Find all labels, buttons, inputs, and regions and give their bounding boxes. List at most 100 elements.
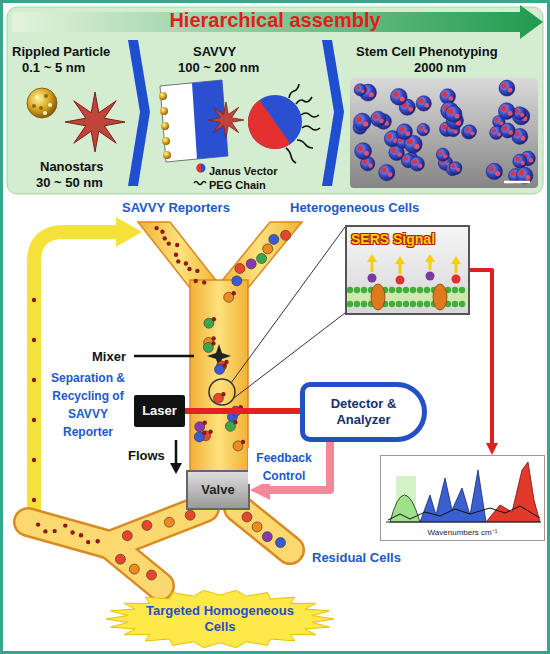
reporter-spot bbox=[397, 152, 402, 157]
inlet-channel bbox=[216, 222, 302, 288]
particle-ripple bbox=[43, 111, 47, 115]
detector-analyzer: Detector & Analyzer bbox=[300, 382, 427, 442]
signal-arrow-head bbox=[451, 256, 461, 264]
reporter-spot bbox=[399, 127, 405, 133]
savvy-reporter bbox=[426, 272, 435, 281]
signal-arrow bbox=[429, 261, 432, 270]
peg-chain bbox=[289, 84, 299, 98]
savvy-reporter-dot bbox=[70, 530, 74, 534]
assembly-arrow bbox=[12, 5, 543, 39]
reporter-spot bbox=[492, 128, 497, 133]
node-text: Wavenumbers cm⁻¹ bbox=[428, 528, 498, 538]
savvy-reporter-dot bbox=[202, 431, 206, 435]
sers-inset-ground bbox=[345, 225, 470, 315]
title-text: Hierarchical assembly bbox=[169, 9, 380, 31]
sers-inset: SERS Signal bbox=[345, 225, 470, 315]
reporter-spot bbox=[408, 107, 413, 112]
reporter-spot bbox=[529, 158, 533, 162]
signal-arrow-head bbox=[367, 254, 377, 262]
outlet-channel bbox=[110, 545, 160, 586]
reporter-spot bbox=[363, 121, 368, 126]
particle-ripple bbox=[39, 106, 43, 110]
spectrum-peak bbox=[420, 470, 486, 522]
reporter-spot bbox=[364, 151, 369, 156]
stem-cell-sphere bbox=[379, 165, 395, 181]
reporter-spot bbox=[465, 127, 470, 132]
reporter-spot bbox=[393, 91, 399, 97]
spectrum-peak bbox=[390, 495, 420, 522]
label: 2000 nm bbox=[414, 58, 466, 76]
node-text: Valve bbox=[201, 482, 234, 498]
savvy-reporter-dot bbox=[32, 458, 36, 462]
reporter-spot bbox=[443, 154, 447, 158]
stem-cell-sphere bbox=[354, 113, 371, 130]
rippled-particle bbox=[162, 137, 170, 145]
burst-star bbox=[106, 590, 334, 647]
lipid-head bbox=[396, 301, 402, 307]
savvy-reporter-dot bbox=[174, 253, 178, 257]
membrane-protein bbox=[433, 284, 447, 310]
reporter-spot bbox=[424, 129, 428, 133]
savvy-reporter-dot bbox=[86, 540, 90, 544]
label-text: Residual Cells bbox=[312, 550, 401, 565]
arrow-head bbox=[486, 443, 498, 455]
reporter-spot bbox=[515, 109, 520, 114]
rippled-particle bbox=[27, 88, 57, 118]
reporter-spot bbox=[381, 167, 387, 173]
lipid-head bbox=[424, 287, 430, 293]
reporter-spot bbox=[502, 126, 507, 131]
reporter-spot bbox=[511, 171, 516, 176]
savvy-reporter-dot bbox=[32, 298, 36, 302]
lipid-head bbox=[403, 287, 409, 293]
peg-chain bbox=[296, 97, 312, 104]
reporter-spot bbox=[455, 114, 460, 119]
label-text: 2000 nm bbox=[414, 60, 466, 75]
savvy-reporter-dot bbox=[208, 430, 212, 434]
savvy-reporter-dot bbox=[232, 291, 236, 295]
label-text: Separation & Recycling of SAVVY Reporter bbox=[51, 371, 125, 439]
legend-sample-peg bbox=[194, 182, 206, 185]
label-text: Flows bbox=[128, 448, 165, 463]
outlet-channel bbox=[110, 508, 205, 545]
savvy-reporter-dot bbox=[43, 529, 47, 533]
savvy-reporter bbox=[452, 275, 461, 284]
node-text: Detector & Analyzer bbox=[313, 396, 414, 427]
cell bbox=[242, 512, 252, 522]
label-text: Nanostars bbox=[40, 159, 104, 174]
lipid-head bbox=[347, 301, 353, 307]
outlet-channel-fill bbox=[28, 522, 110, 545]
label-text: Heterogeneous Cells bbox=[290, 200, 419, 215]
cell bbox=[252, 522, 262, 532]
reporter-spot bbox=[456, 168, 460, 172]
reporter-spot bbox=[368, 163, 372, 167]
signal-arrow-head bbox=[395, 256, 405, 264]
lipid-head bbox=[452, 301, 458, 307]
label-text: Mixer bbox=[92, 349, 126, 364]
nanostar bbox=[208, 102, 244, 138]
reporter-spot bbox=[521, 161, 525, 165]
reporter-spot bbox=[388, 172, 393, 177]
reporter-spot bbox=[495, 171, 500, 176]
lipid-head bbox=[459, 287, 465, 293]
membrane-protein bbox=[371, 284, 385, 310]
rippled-particle bbox=[161, 122, 169, 130]
cell bbox=[246, 259, 256, 269]
outlet-channel-fill bbox=[238, 508, 290, 550]
node-text: Laser bbox=[142, 403, 177, 419]
label: 100 ~ 200 nm bbox=[178, 58, 259, 76]
reporter-spot bbox=[451, 164, 456, 169]
reporter-spot bbox=[501, 106, 507, 112]
label-text: 30 ~ 50 nm bbox=[36, 175, 103, 190]
node-text: SERS Signal bbox=[351, 231, 435, 248]
peg-chain bbox=[297, 140, 313, 148]
flow-arrow bbox=[175, 440, 178, 464]
reporter-spot bbox=[515, 157, 520, 162]
savvy-reporter-dot bbox=[36, 522, 40, 526]
outlet-channel bbox=[238, 508, 290, 550]
reporter-spot bbox=[405, 131, 410, 136]
savvy-reporter-dot bbox=[32, 498, 36, 502]
flow-arrow-head bbox=[170, 463, 182, 474]
